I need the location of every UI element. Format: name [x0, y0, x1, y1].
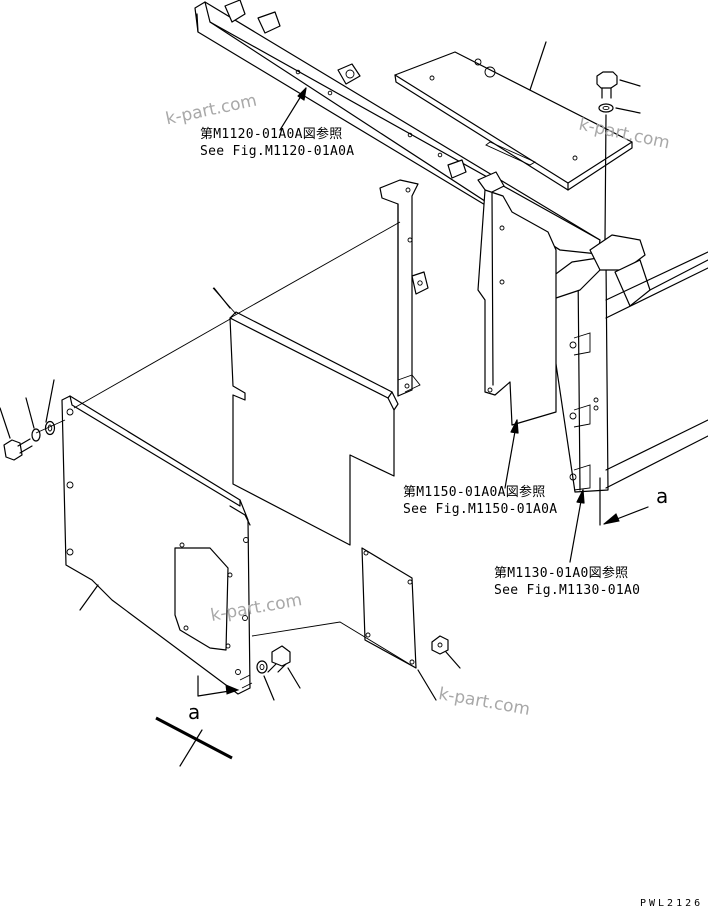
drawing-code: PWL2126: [640, 898, 704, 909]
bolts-left: [3, 419, 66, 461]
leaders: [0, 41, 641, 767]
top-cover-plate: [394, 51, 633, 191]
insulation-panel: [229, 311, 399, 546]
view-letter-right: a: [656, 484, 669, 508]
section-line: [155, 716, 233, 760]
bolts-lower: [239, 635, 449, 689]
ref-m1150-en: See Fig.M1150-01A0A: [403, 502, 558, 517]
vertical-bracket: [379, 179, 429, 397]
ref-m1130-jp: 第M1130-01A0図参照: [494, 566, 629, 581]
view-arrow-right: [603, 506, 649, 525]
main-frame-beam: [194, 0, 601, 255]
ref-m1120-en: See Fig.M1120-01A0A: [200, 144, 355, 159]
ref-m1150-jp: 第M1150-01A0A図参照: [403, 485, 546, 500]
leader-panel-bracket: [229, 221, 401, 319]
view-letter-left: a: [188, 700, 201, 724]
view-arrow-left: [197, 675, 240, 697]
small-cover-plate: [361, 547, 417, 669]
front-side-cover: [61, 395, 251, 695]
rear-cover-m1150: [477, 189, 557, 426]
leader-cover-panel: [73, 317, 233, 409]
leader-plate: [251, 621, 417, 669]
ref-m1120-jp: 第M1120-01A0A図参照: [200, 127, 343, 142]
right-frame: [544, 234, 708, 526]
bolt-top-right: [596, 71, 618, 241]
ref-m1130-en: See Fig.M1130-01A0: [494, 583, 641, 598]
